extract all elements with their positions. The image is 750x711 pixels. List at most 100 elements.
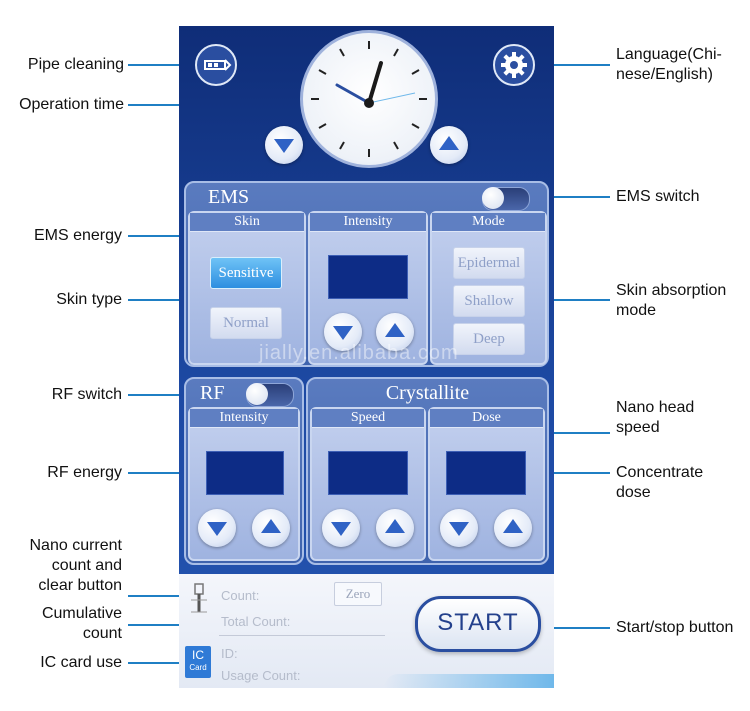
callout-text-line: clear button [38,577,122,594]
watermark: jially.en.alibaba.com [259,342,459,364]
callout-text-line: Cumulative [41,605,122,622]
ems-skin-cell: Skin Sensitive Normal [188,211,306,365]
ems-mode-cell: Mode Epidermal Shallow Deep [430,211,547,365]
skin-option-sensitive[interactable]: Sensitive [210,257,282,289]
crystallite-dose-title: Dose [430,409,543,428]
rf-header: RF [186,379,302,407]
callout-nano-current: Nano current count and clear button [4,536,123,596]
chevron-up-icon [385,323,405,337]
clock-icon [311,41,427,157]
callout-line [128,299,206,301]
crystallite-header: Crystallite [308,379,547,405]
callout-rf-switch: RF switch [51,386,122,403]
zero-button-label: Zero [345,586,371,601]
callout-line [540,64,610,66]
ic-card-icon: IC Card [185,646,211,678]
callout-ic-card: IC card use [40,654,122,671]
toggle-knob [246,383,268,405]
dose-display [446,451,526,495]
callout-text-line: Concentrate [616,464,704,481]
rf-intensity-title: Intensity [190,409,298,428]
gear-icon [501,52,527,78]
ems-intensity-cell: Intensity [308,211,428,365]
device-screen: EMS Skin Sensitive Normal Intensity Mode… [179,26,554,688]
speed-down-button[interactable] [322,509,360,547]
callout-language: Language(Chi- nese/English) [616,45,748,85]
callout-line [128,662,188,664]
skin-option-normal[interactable]: Normal [210,307,282,339]
speed-up-button[interactable] [376,509,414,547]
mode-option-deep[interactable]: Deep [453,323,525,355]
ic-card-sublabel: Card [189,663,207,672]
speed-display [328,451,408,495]
callout-operation-time: Operation time [19,96,124,113]
pipe-cleaning-button[interactable] [195,44,237,86]
callout-line [128,394,188,396]
start-button[interactable]: START [415,596,541,652]
callout-line [520,196,610,198]
usage-count-label: Usage Count: [221,668,301,683]
callout-text-line: Nano head [616,399,695,416]
operation-time-clock [300,30,438,168]
ems-intensity-up-button[interactable] [376,313,414,351]
ems-intensity-down-button[interactable] [324,313,362,351]
language-settings-button[interactable] [493,44,535,86]
callout-cumulative: Cumulative count [4,604,122,644]
bottom-accent-bar [384,674,554,688]
callout-start-stop: Start/stop button [616,619,734,636]
rf-intensity-up-button[interactable] [252,509,290,547]
time-down-button[interactable] [265,126,303,164]
callout-text-line: Skin absorption [616,282,727,299]
ems-title: EMS [208,186,250,208]
rf-title: RF [200,382,225,404]
ems-header: EMS [186,183,547,211]
chevron-up-icon [385,519,405,533]
dose-up-button[interactable] [494,509,532,547]
rf-panel: RF Intensity [184,377,304,565]
crystallite-dose-cell: Dose [428,407,545,561]
chevron-down-icon [333,326,353,340]
ems-intensity-display [328,255,408,299]
id-label: ID: [221,646,238,661]
callout-text-line: Nano current [29,537,123,554]
rf-intensity-display [206,451,284,495]
pipe-cleaning-icon [204,59,232,71]
chevron-down-icon [449,522,469,536]
chevron-up-icon [503,519,523,533]
callout-pipe-cleaning: Pipe cleaning [27,56,124,73]
count-label: Count: [221,588,260,603]
callout-rf-energy: RF energy [47,464,122,481]
crystallite-panel: Crystallite Speed Dose [306,377,549,565]
callout-text-line: count [82,625,122,642]
ems-panel: EMS Skin Sensitive Normal Intensity Mode… [184,181,549,367]
mode-option-shallow[interactable]: Shallow [453,285,525,317]
total-count-label: Total Count: [221,614,291,629]
ic-card-label: IC [192,648,204,662]
chevron-up-icon [261,519,281,533]
callout-text-line: speed [616,419,660,436]
start-button-label: START [437,609,519,636]
mode-option-epidermal[interactable]: Epidermal [453,247,525,279]
zero-button[interactable]: Zero [334,582,382,606]
chevron-down-icon [274,139,294,153]
callout-ems-switch: EMS switch [616,188,700,205]
rf-switch[interactable] [246,383,294,407]
callout-line [128,64,188,66]
callout-skin-absorption: Skin absorption mode [616,281,748,321]
callout-concentrate: Concentrate dose [616,463,748,503]
rf-intensity-down-button[interactable] [198,509,236,547]
callout-line [526,627,610,629]
callout-line [128,472,208,474]
nano-pen-icon [185,582,213,618]
ems-switch[interactable] [482,187,530,211]
ems-intensity-title: Intensity [310,213,426,232]
callout-text-line: count and [51,557,122,574]
chevron-down-icon [331,522,351,536]
toggle-knob [482,187,504,209]
time-up-button[interactable] [430,126,468,164]
callout-text-line: dose [616,484,651,501]
dose-down-button[interactable] [440,509,478,547]
callout-line [526,472,610,474]
callout-text-line: nese/English) [616,66,713,83]
chevron-up-icon [439,136,459,150]
